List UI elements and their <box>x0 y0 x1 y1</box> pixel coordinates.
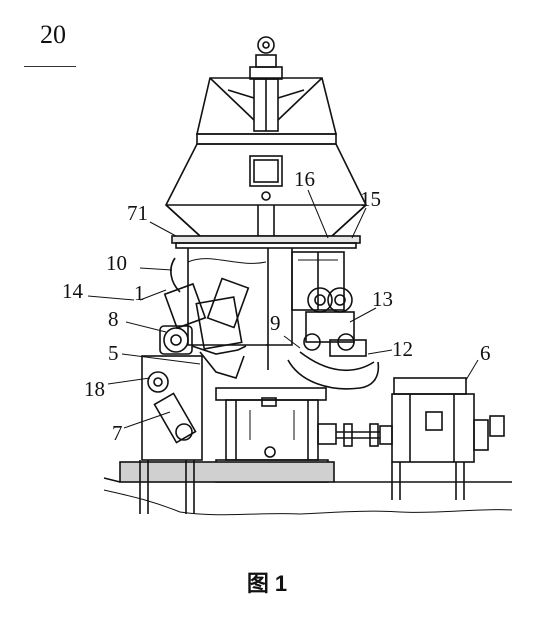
label-18: 18 <box>84 377 105 401</box>
mill-housing <box>187 248 345 370</box>
label-12: 12 <box>392 337 413 361</box>
main-motor <box>391 377 505 500</box>
label-6: 6 <box>480 341 491 365</box>
label-16: 16 <box>294 167 315 191</box>
top-separator-drive <box>249 36 283 132</box>
left-support-frame <box>141 355 203 461</box>
figure-number-underline <box>24 66 76 67</box>
label-10: 10 <box>106 251 127 275</box>
mill-flange-plate <box>171 235 361 249</box>
label-13: 13 <box>372 287 393 311</box>
foundation <box>103 460 513 516</box>
label-7: 7 <box>112 421 123 445</box>
label-5: 5 <box>108 341 119 365</box>
mill-drawing: 71 10 14 1 8 5 18 7 16 15 13 9 12 6 <box>62 36 513 516</box>
label-8: 8 <box>108 307 119 331</box>
right-roller-assembly <box>287 287 380 390</box>
drive-shaft <box>317 423 393 447</box>
label-1: 1 <box>134 281 145 305</box>
label-14: 14 <box>62 279 84 303</box>
separator-body <box>165 143 367 237</box>
figure-caption: 图 1 <box>246 571 288 596</box>
leader-lines <box>87 189 479 429</box>
label-9: 9 <box>270 311 281 335</box>
left-roller-assembly <box>159 257 250 379</box>
label-71: 71 <box>127 201 148 225</box>
label-15: 15 <box>360 187 381 211</box>
figure-number: 20 <box>40 20 66 49</box>
